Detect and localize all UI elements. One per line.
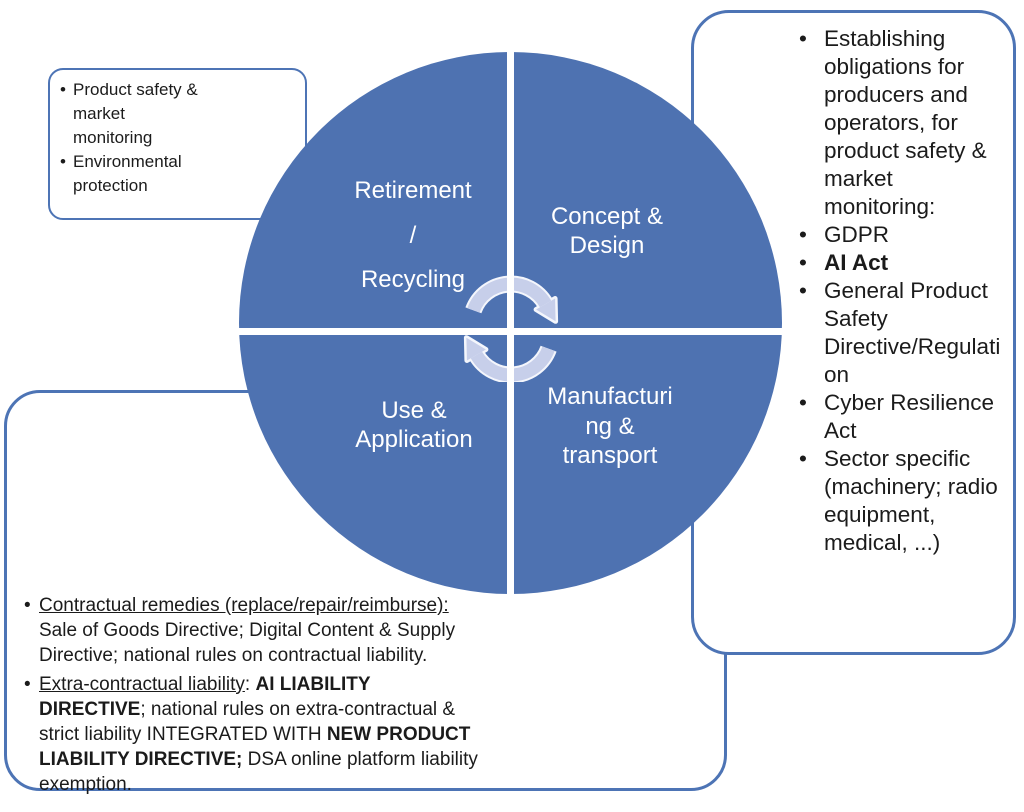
bold-text: NEW PRODUCT LIABILITY DIRECTIVE; [39,724,471,770]
bullet-marker: • [799,250,807,275]
bullet-marker: • [24,595,31,616]
list-item: • Establishing obligations for producers… [799,25,1017,221]
obligations-text: Establishing obligations for producers a… [824,26,987,219]
cyber-resilience-text: Cyber Resilience Act [824,390,995,443]
bullet-marker: • [799,390,807,415]
list-item: • Extra-contractual liability: AI LIABIL… [24,672,604,797]
product-safety-text: Product safety & market monitoring [73,80,198,147]
gdpr-text: GDPR [824,222,890,247]
list-item: • Contractual remedies (replace/repair/r… [24,593,604,668]
list-item: • Product safety & market monitoring [60,78,300,150]
quadrant-manufacturing-transport: Manufacturi ng & transport [547,383,673,469]
underlined-text: Contractual remedies (replace/repair/rei… [39,595,449,616]
bullet-marker: • [799,222,807,247]
plain-text: : [244,674,256,695]
list-item: • GDPR [799,221,1017,249]
bullet-marker: • [60,152,66,171]
quadrant-concept-design: Concept & Design [550,203,664,259]
gpsd-text: General Product Safety Directive/Regulat… [824,278,1001,387]
bullet-marker: • [24,674,31,695]
quadrant-divider-horizontal [239,328,782,335]
quadrant-retirement-recycling: Retirement / Recycling [354,177,472,293]
list-item: • Cyber Resilience Act [799,389,1017,445]
plain-text: Sale of Goods Directive; Digital Content… [39,620,456,666]
liability-bullet-list: • Contractual remedies (replace/repair/r… [24,593,604,797]
safety-bullet-list: • Product safety & market monitoring • E… [60,78,300,198]
extra-contractual-liability-text: Extra-contractual liability: AI LIABILIT… [39,672,478,797]
ai-act-text: AI Act [824,250,889,275]
safety-environment-callout-box: • Product safety & market monitoring • E… [48,68,307,220]
environmental-protection-text: Environmental protection [73,152,182,195]
list-item: • AI Act [799,249,1017,277]
bullet-marker: • [799,446,807,471]
list-item: • Sector specific (machinery; radio equi… [799,445,1017,557]
quadrant-divider-vertical [507,52,514,594]
bullet-marker: • [60,80,66,99]
list-item: • Environmental protection [60,150,300,198]
plain-text: DSA online platform liability exemption. [39,749,478,795]
plain-text: ; national rules on extra-contractual & … [39,699,456,745]
regulations-bullet-list: • Establishing obligations for producers… [799,25,1017,557]
bullet-marker: • [799,26,807,51]
sector-specific-text: Sector specific (machinery; radio equipm… [824,446,998,555]
bullet-marker: • [799,278,807,303]
list-item: • General Product Safety Directive/Regul… [799,277,1017,389]
contractual-remedies-text: Contractual remedies (replace/repair/rei… [39,593,455,668]
bold-text: AI LIABILITY DIRECTIVE [39,674,371,720]
underlined-text: Extra-contractual liability [39,674,245,695]
quadrant-use-application: Use & Application [355,397,473,453]
